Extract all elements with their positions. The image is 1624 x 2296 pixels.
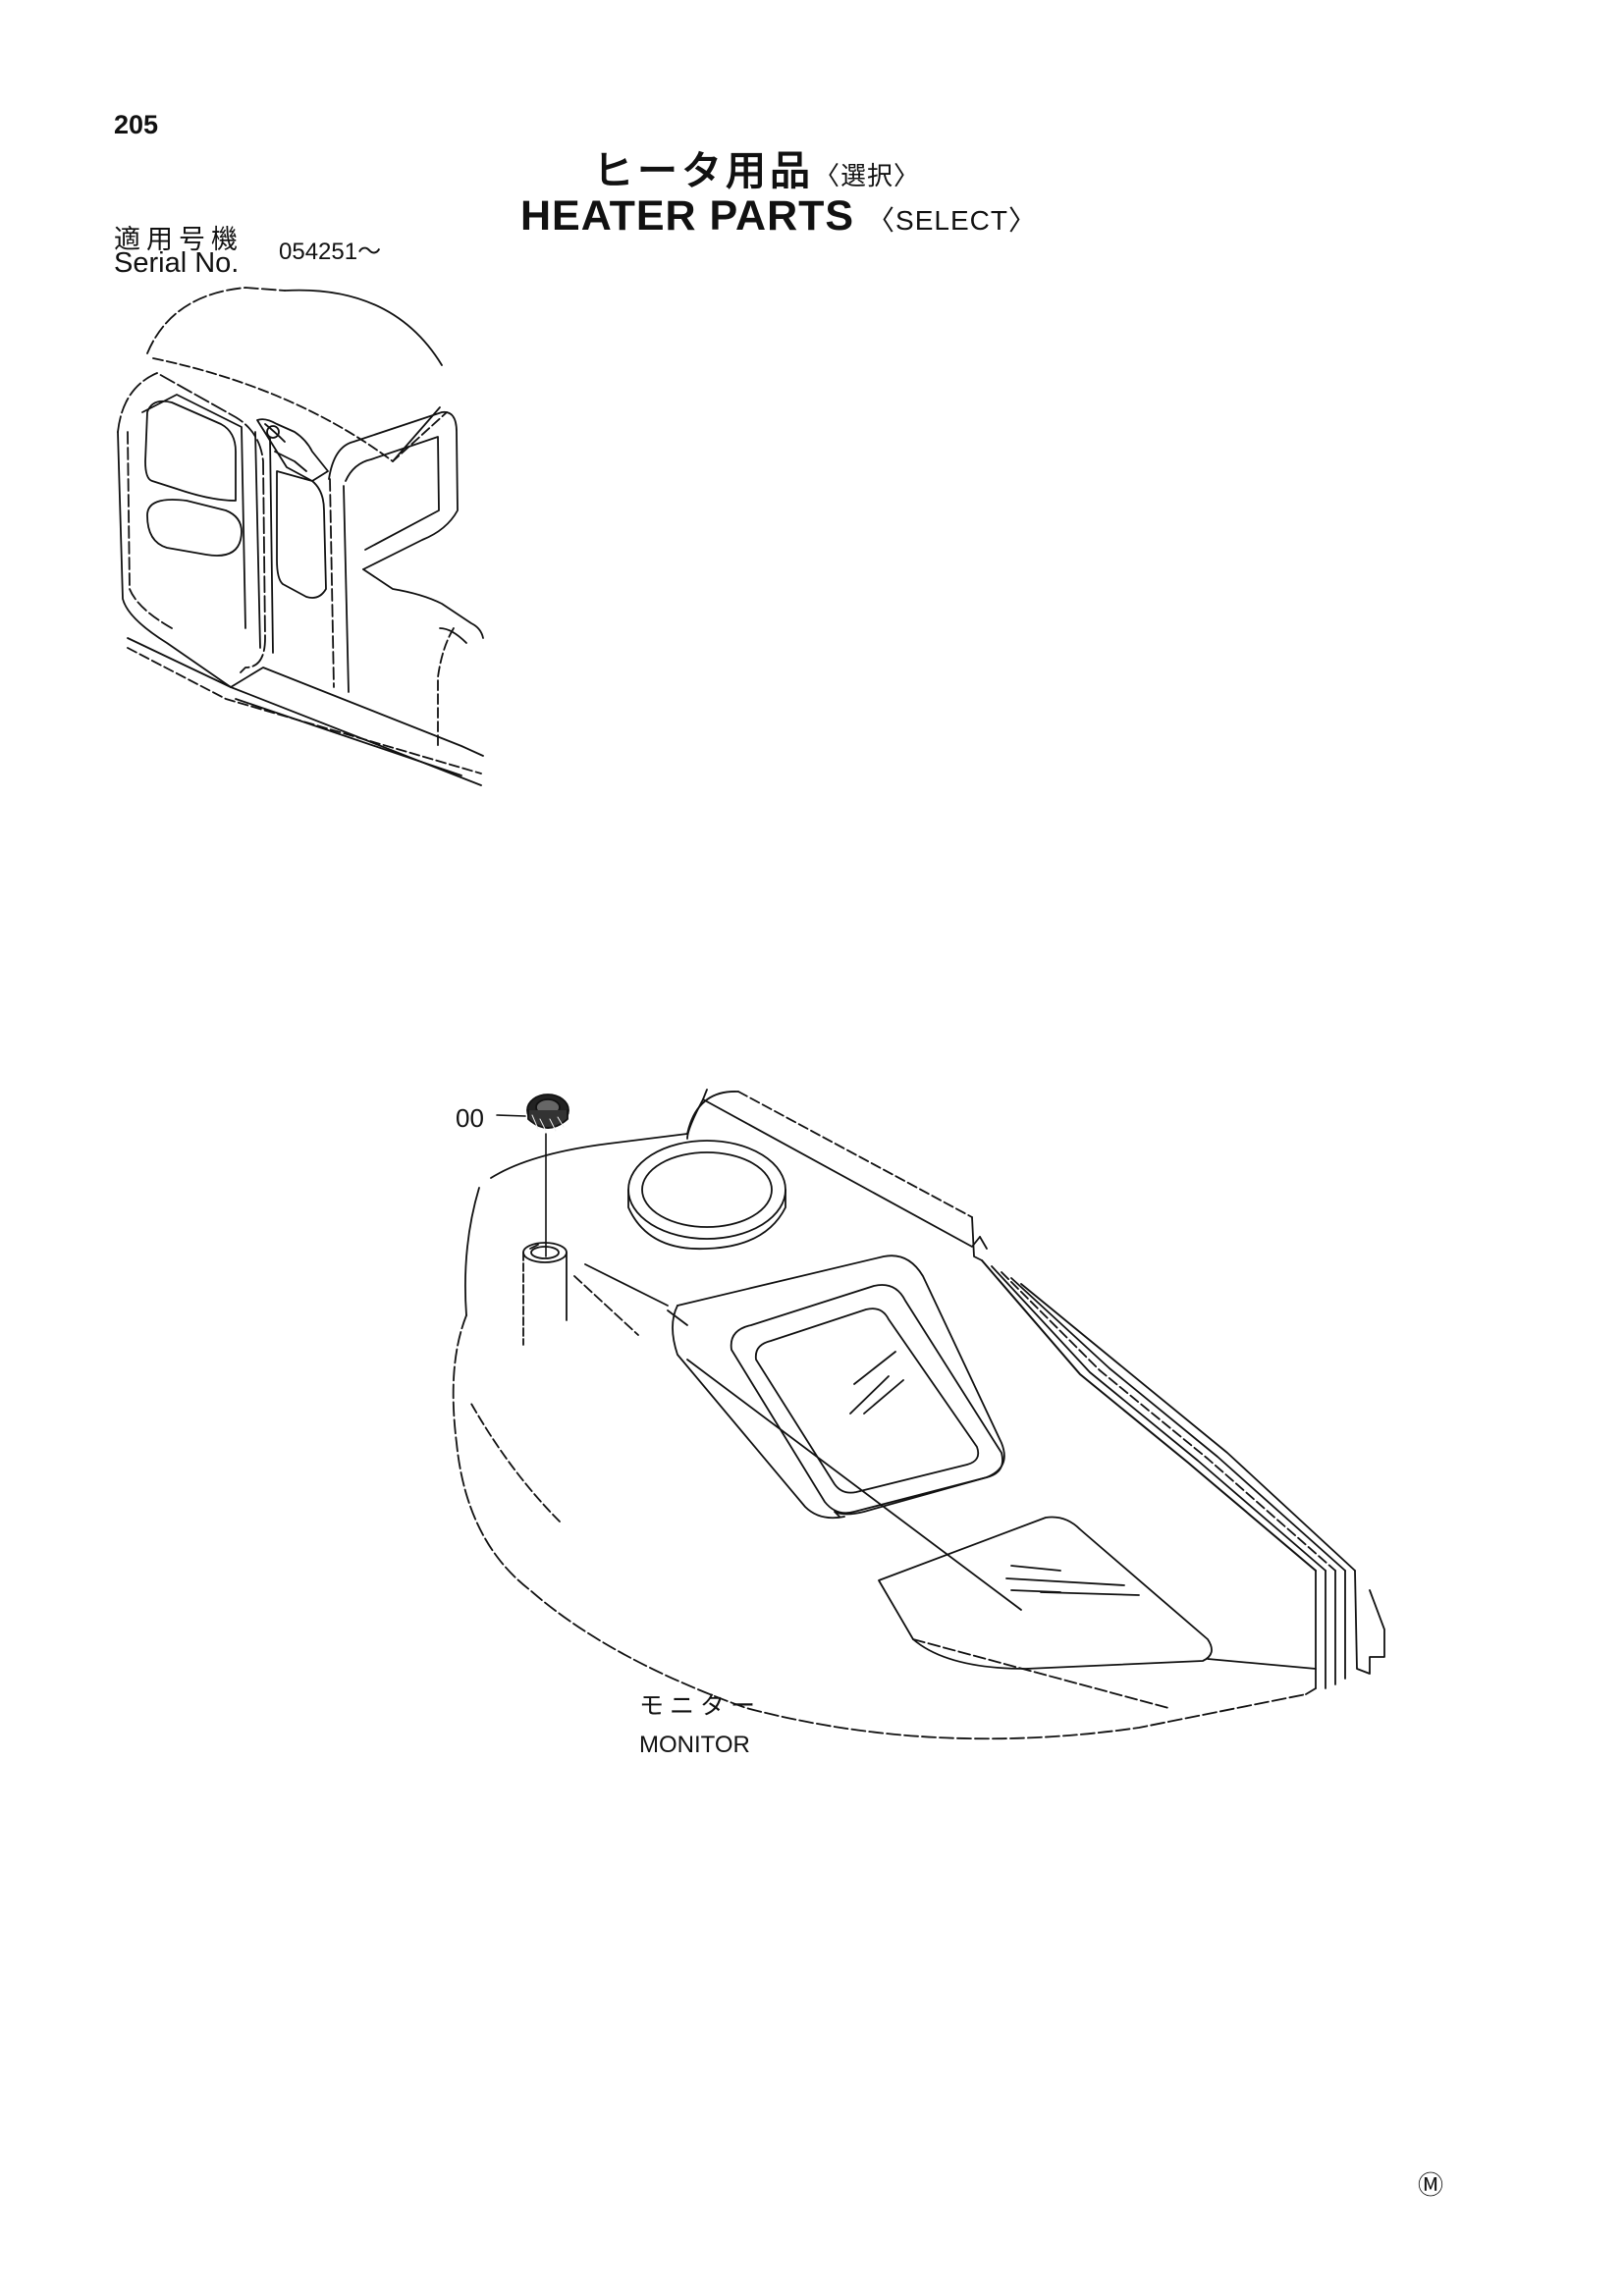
title-jp-text: ヒータ用品 <box>593 147 814 194</box>
serial-label-english: Serial No. <box>114 247 240 279</box>
cab-overview-drawing <box>117 287 484 786</box>
part-callout-00: 00 <box>456 1103 484 1133</box>
component-label-english: MONITOR <box>639 1732 750 1758</box>
title-en-text: HEATER PARTS <box>520 192 855 240</box>
title-jp-select: 〈選択〉 <box>814 162 921 191</box>
manufacturer-mark: Ⓜ <box>1418 2170 1444 2200</box>
plug-part-00 <box>526 1094 569 1132</box>
monitor-panel-drawing <box>452 1089 1385 1740</box>
page-title-english: HEATER PARTS 〈SELECT〉 <box>520 192 1037 240</box>
page-number: 205 <box>114 110 159 139</box>
page-title-japanese: ヒータ用品〈選択〉 <box>593 137 920 196</box>
serial-label-japanese: 適用号機 <box>114 225 244 255</box>
component-label-japanese: モニター <box>639 1691 762 1720</box>
title-en-select: 〈SELECT〉 <box>867 205 1037 236</box>
serial-number: 054251～ <box>279 239 382 265</box>
